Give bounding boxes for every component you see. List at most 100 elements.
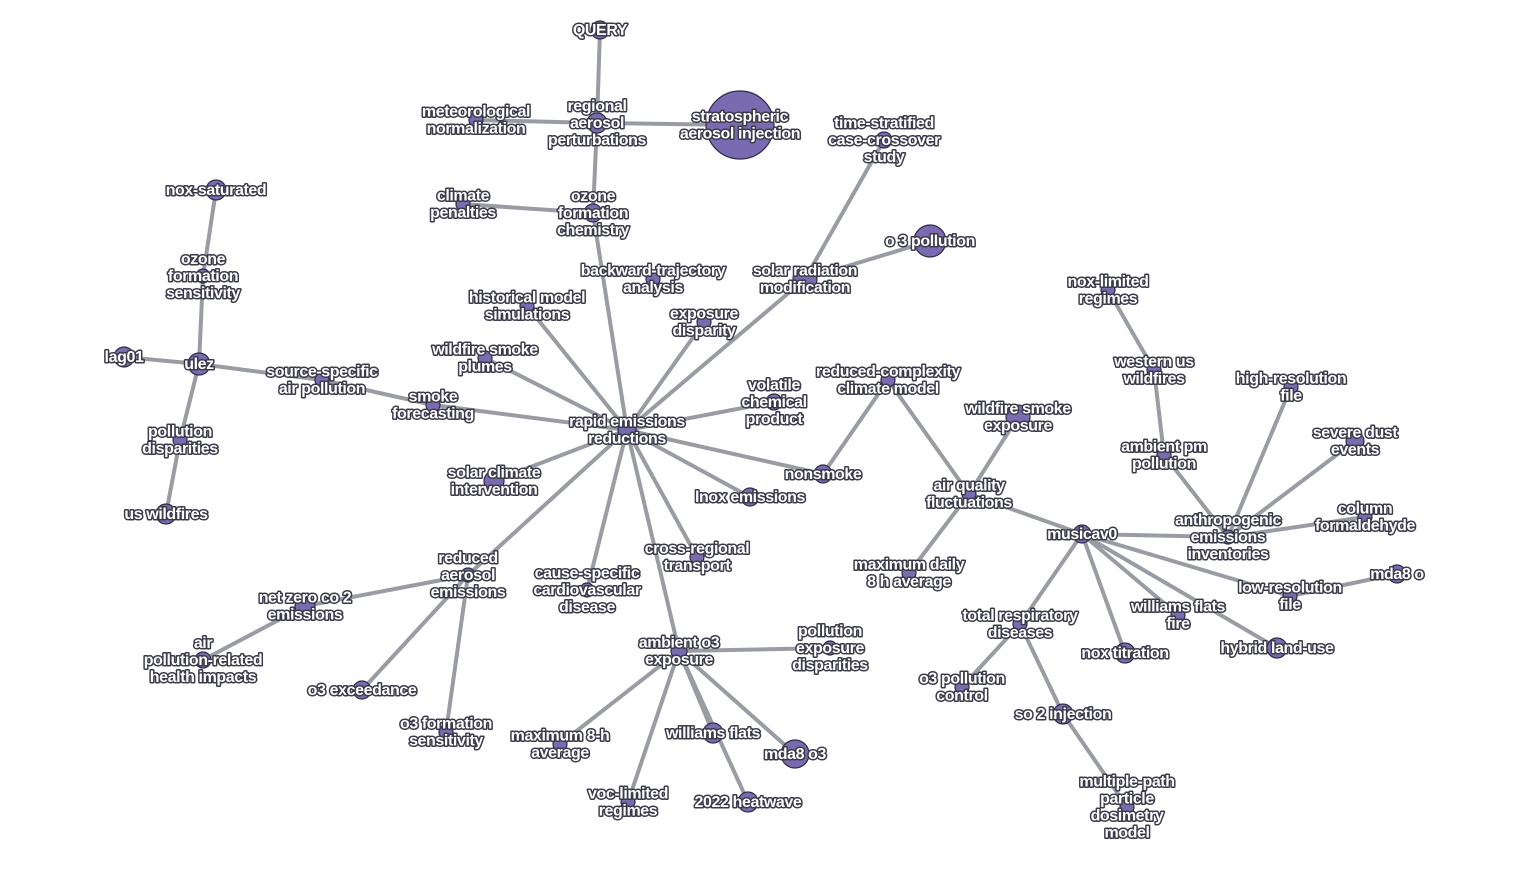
node-label-line: mda8 o bbox=[1370, 566, 1424, 583]
node-label-lnox: lnox emissions bbox=[695, 489, 805, 506]
node-srcair[interactable] bbox=[314, 372, 330, 388]
node-nonsmoke[interactable] bbox=[813, 464, 833, 484]
node-ozsens[interactable] bbox=[195, 268, 211, 284]
node-label-line: wildfires bbox=[1122, 371, 1185, 388]
node-label-line: disparity bbox=[672, 323, 736, 340]
node-lowres[interactable] bbox=[1282, 588, 1298, 604]
node-label-line: ozone bbox=[571, 188, 616, 205]
edge-wfexpo-aqfluct bbox=[967, 415, 1020, 496]
node-label-line: fire bbox=[1166, 616, 1190, 633]
node-noxsat[interactable] bbox=[205, 179, 227, 201]
node-maxdaily[interactable] bbox=[901, 565, 917, 581]
node-label-line: aerosol bbox=[441, 567, 495, 584]
edge-musicav0-totresp bbox=[1018, 532, 1084, 626]
node-volatile[interactable] bbox=[765, 393, 783, 411]
node-solarrad[interactable] bbox=[792, 266, 818, 292]
node-aqfluct[interactable] bbox=[961, 486, 977, 502]
node-mda8ob[interactable] bbox=[1387, 564, 1407, 584]
node-rapid[interactable] bbox=[617, 420, 637, 440]
node-smokefc[interactable] bbox=[425, 397, 441, 413]
node-netzero[interactable] bbox=[294, 595, 316, 617]
node-ambo3[interactable] bbox=[670, 642, 688, 660]
node-backtraj[interactable] bbox=[645, 271, 661, 287]
node-crossreg[interactable] bbox=[689, 549, 705, 565]
edge-query-regional bbox=[595, 28, 602, 125]
node-label-line: cross-regional bbox=[645, 541, 750, 558]
node-totresp[interactable] bbox=[1012, 616, 1028, 632]
node-anthro[interactable] bbox=[1220, 529, 1236, 545]
node-noxlim[interactable] bbox=[1100, 282, 1116, 298]
node-airhealth[interactable] bbox=[194, 651, 212, 669]
node-label-line: column bbox=[1338, 501, 1393, 518]
node-sevdust[interactable] bbox=[1345, 431, 1365, 451]
edge-noxlim-westus bbox=[1106, 288, 1156, 372]
node-label-line: source-specific bbox=[266, 364, 378, 381]
node-noxtit[interactable] bbox=[1114, 642, 1136, 664]
node-wflatsfire[interactable] bbox=[1170, 607, 1186, 623]
node-max8h[interactable] bbox=[552, 736, 568, 752]
node-wflats1[interactable] bbox=[702, 722, 724, 744]
node-wfexpo[interactable] bbox=[1005, 404, 1031, 430]
node-westus[interactable] bbox=[1146, 362, 1162, 378]
node-ozonechem[interactable] bbox=[583, 203, 603, 223]
node-exposdisp[interactable] bbox=[696, 314, 712, 330]
node-label-line: particle bbox=[1100, 791, 1154, 808]
node-redaero[interactable] bbox=[460, 567, 476, 583]
node-label-line: climate model bbox=[837, 381, 939, 398]
node-uswf[interactable] bbox=[155, 503, 177, 525]
node-causecard[interactable] bbox=[579, 582, 595, 598]
node-label-line: average bbox=[531, 745, 589, 762]
node-wfplumes[interactable] bbox=[477, 350, 493, 366]
node-label-so2inj: so 2 injection bbox=[1015, 706, 1112, 723]
node-label-line: climate bbox=[437, 188, 490, 205]
edge-musicav0-hybrid bbox=[1080, 532, 1279, 650]
node-ambpm[interactable] bbox=[1156, 447, 1172, 463]
node-lag01[interactable] bbox=[113, 346, 135, 368]
node-label-line: plumes bbox=[458, 359, 512, 376]
node-timestrat[interactable] bbox=[875, 131, 893, 149]
node-hybrid[interactable] bbox=[1266, 637, 1288, 659]
node-label-line: ozone bbox=[181, 251, 226, 268]
node-musicav0[interactable] bbox=[1072, 524, 1092, 544]
edge-redaero-o3exceed bbox=[360, 573, 470, 692]
node-solarclim[interactable] bbox=[483, 470, 505, 492]
node-colform[interactable] bbox=[1357, 509, 1373, 525]
node-hires[interactable] bbox=[1283, 379, 1299, 395]
node-pollexp[interactable] bbox=[822, 640, 838, 656]
edge-timestrat-solarrad bbox=[803, 138, 886, 281]
node-query[interactable] bbox=[590, 20, 610, 40]
node-heat22[interactable] bbox=[737, 791, 759, 813]
node-climpen[interactable] bbox=[455, 196, 471, 212]
node-o3formsens[interactable] bbox=[438, 724, 454, 740]
node-label-line: net zero co 2 bbox=[259, 590, 352, 607]
node-voclim[interactable] bbox=[620, 794, 636, 810]
node-label-line: reduced bbox=[438, 550, 497, 567]
node-multipath[interactable] bbox=[1119, 799, 1135, 815]
edge-musicav0-lowres bbox=[1080, 532, 1292, 598]
node-o3poll[interactable] bbox=[913, 224, 947, 258]
node-mda8o3a[interactable] bbox=[780, 739, 810, 769]
node-polldisp[interactable] bbox=[172, 432, 188, 448]
node-histmodel[interactable] bbox=[519, 298, 535, 314]
node-label-line: emissions bbox=[268, 607, 343, 624]
node-strato[interactable] bbox=[705, 90, 775, 160]
node-o3ctrl[interactable] bbox=[954, 679, 970, 695]
node-so2inj[interactable] bbox=[1052, 703, 1074, 725]
node-regional[interactable] bbox=[586, 112, 608, 134]
node-label-line: aerosol bbox=[570, 115, 624, 132]
node-lnox[interactable] bbox=[740, 487, 760, 507]
node-meteo[interactable] bbox=[468, 112, 484, 128]
node-o3exceed[interactable] bbox=[352, 680, 372, 700]
node-ulez[interactable] bbox=[187, 352, 211, 376]
node-label-line: o 3 pollution bbox=[885, 233, 975, 250]
node-label-o3poll: o 3 pollution bbox=[885, 233, 975, 250]
node-redcomp[interactable] bbox=[880, 372, 896, 388]
